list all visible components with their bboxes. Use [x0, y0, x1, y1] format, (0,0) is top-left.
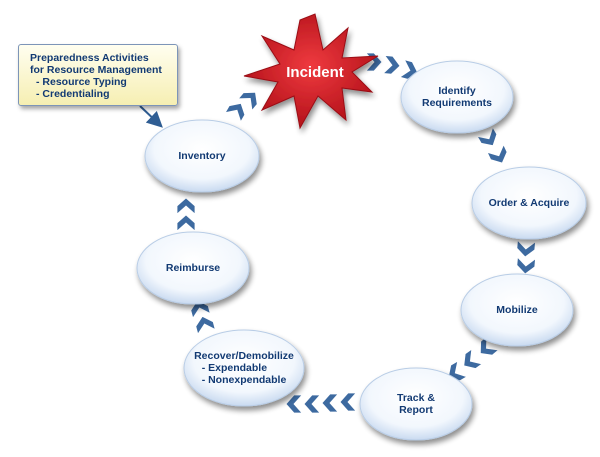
recover-demobilize-node	[183, 329, 305, 407]
chevron-track-to-recover	[285, 394, 303, 414]
callout-item-resource-typing: - Resource Typing	[36, 76, 127, 88]
track-line1: Track &	[397, 392, 435, 404]
identify-line1: Identify	[438, 85, 476, 97]
callout-item-credentialing: - Credentialing	[36, 88, 110, 100]
chevron-reimburse-to-inventory	[176, 197, 196, 215]
identify-requirements-node	[400, 60, 514, 134]
reimburse-node	[136, 231, 250, 305]
chevron-track-to-recover	[303, 394, 321, 414]
chevron-mobilize-to-track	[463, 348, 484, 369]
recover-demobilize-text: Recover/Demobilize	[194, 350, 294, 362]
inventory-text: Inventory	[178, 150, 226, 162]
reimburse-text: Reimburse	[165, 262, 221, 274]
callout-title-line1: Preparedness Activities	[30, 52, 149, 64]
reimburse-label: Reimburse	[137, 232, 249, 304]
chevron-order-to-mobilize	[516, 239, 536, 258]
callout-pointer-arrow	[139, 105, 163, 128]
preparedness-activities-callout: Preparedness Activities for Resource Man…	[18, 44, 178, 106]
mobilize-text: Mobilize	[496, 304, 538, 316]
track-line2: Report	[399, 404, 433, 416]
callout-title-line2: for Resource Management	[30, 64, 162, 76]
chevron-recover-to-reimburse	[190, 299, 211, 320]
chevron-inventory-to-incident	[237, 91, 258, 112]
recover-item-expendable: - Expendable	[201, 362, 268, 374]
mobilize-label: Mobilize	[461, 274, 573, 346]
recover-demobilize-label: Recover/Demobilize - Expendable - Nonexp…	[184, 330, 304, 406]
chevron-recover-to-reimburse	[195, 315, 216, 336]
chevron-identify-to-order	[486, 143, 508, 164]
chevron-inventory-to-incident	[224, 102, 246, 123]
cycle-flow-chevrons	[176, 52, 536, 414]
order-acquire-node	[471, 166, 587, 240]
inventory-node	[144, 119, 260, 193]
recover-item-nonexpendable: - Nonexpendable	[201, 374, 287, 386]
inventory-label: Inventory	[145, 120, 259, 192]
incident-label: Incident	[286, 64, 344, 81]
chevron-identify-to-order	[476, 126, 498, 147]
track-report-label: Track & Report	[360, 368, 472, 440]
order-acquire-text: Order & Acquire	[488, 197, 570, 209]
order-acquire-label: Order & Acquire	[472, 167, 586, 239]
chevron-track-to-recover	[321, 393, 339, 413]
chevron-incident-to-identify	[382, 55, 401, 75]
mobilize-node	[460, 273, 574, 347]
chevron-reimburse-to-inventory	[176, 214, 196, 232]
chevron-mobilize-to-track	[479, 335, 500, 356]
chevron-order-to-mobilize	[516, 256, 536, 275]
chevron-track-to-recover	[339, 392, 357, 412]
identify-requirements-label: Identify Requirements	[401, 61, 513, 133]
incident-starburst	[243, 13, 379, 130]
identify-line2: Requirements	[421, 97, 493, 109]
chevron-mobilize-to-track	[447, 360, 468, 382]
track-report-node	[359, 367, 473, 441]
